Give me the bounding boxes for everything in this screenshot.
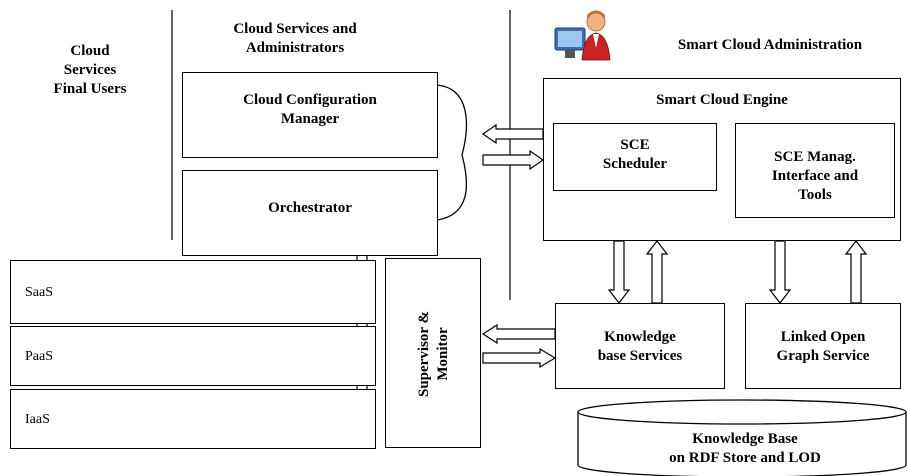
supervisor-label: Supervisor & Monitor	[416, 311, 451, 397]
arrow-engine-to-config	[481, 123, 544, 145]
arrow-supervisor-to-kb	[482, 347, 557, 369]
kb-cylinder	[577, 399, 907, 476]
arrow-engine-down-to-kb	[607, 240, 631, 304]
config-manager-label: Cloud Configuration Manager	[243, 92, 377, 127]
config-manager-box: Cloud Configuration Manager	[182, 72, 438, 158]
paas-layer-box: PaaS	[10, 326, 376, 386]
kb-services-label: Knowledge base Services	[597, 329, 683, 364]
iaas-label: IaaS	[25, 412, 50, 427]
arrow-config-to-engine	[482, 149, 545, 171]
arrow-engine-down-to-lod	[768, 240, 792, 304]
saas-label: SaaS	[25, 285, 53, 300]
arrow-kb-up-to-engine	[645, 240, 669, 304]
supervisor-box: Supervisor & Monitor	[385, 258, 481, 448]
sce-scheduler-box: SCE Scheduler	[553, 123, 717, 191]
iaas-layer-box: IaaS	[10, 389, 376, 449]
kb-services-box: Knowledge base Services	[555, 303, 725, 389]
brace-connector	[436, 84, 468, 221]
col-header-services-admins: Cloud Services and Administrators	[233, 21, 357, 56]
sce-manag-box: SCE Manag. Interface and Tools	[735, 123, 895, 218]
linked-open-label: Linked Open Graph Service	[776, 329, 870, 364]
arrow-lod-up-to-engine	[844, 240, 868, 304]
saas-layer-box: SaaS	[10, 260, 376, 324]
orchestrator-box: Orchestrator	[182, 170, 438, 256]
col-header-smart-admin: Smart Cloud Administration	[677, 36, 863, 53]
sce-scheduler-label: SCE Scheduler	[602, 137, 668, 172]
col-header-final-users: Cloud Services Final Users	[53, 42, 127, 97]
sce-manag-label: SCE Manag. Interface and Tools	[771, 149, 859, 203]
arrow-kb-to-supervisor	[481, 323, 556, 345]
orchestrator-label: Orchestrator	[268, 200, 352, 216]
administrator-icon	[554, 10, 611, 61]
paas-label: PaaS	[25, 349, 53, 364]
linked-open-box: Linked Open Graph Service	[745, 303, 901, 389]
kb-store-label: Knowledge Base on RDF Store and LOD	[669, 431, 821, 466]
engine-title: Smart Cloud Engine	[656, 92, 788, 108]
